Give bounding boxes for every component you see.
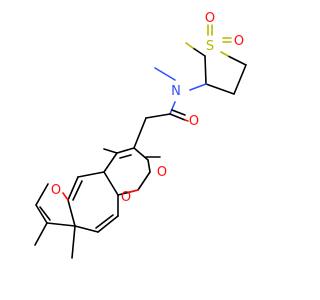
bond <box>72 180 83 201</box>
bond <box>116 147 135 154</box>
bond <box>34 222 48 246</box>
atom-labels: S O O N O O O O <box>51 11 244 205</box>
bond <box>95 214 114 229</box>
bond <box>103 148 118 154</box>
bond <box>67 199 76 227</box>
bond <box>145 113 171 119</box>
bond <box>119 154 132 159</box>
bond <box>205 83 235 95</box>
bond <box>137 171 151 191</box>
sulfone-oxygen-top-label: O <box>205 11 215 26</box>
bond <box>35 183 49 206</box>
lactone-ring-oxygen-label: O <box>121 190 131 205</box>
bond <box>184 119 189 122</box>
bond <box>189 83 207 91</box>
bond <box>204 55 207 85</box>
bond <box>129 189 139 193</box>
bond <box>233 64 247 95</box>
amide-oxygen-label: O <box>189 114 199 129</box>
bond <box>154 67 176 81</box>
bond <box>62 192 69 201</box>
sulfur-atom-label: S <box>206 39 214 54</box>
bond <box>35 204 48 224</box>
bond <box>74 225 99 233</box>
bond <box>185 42 194 49</box>
molecule-structure: S O O N O O O O <box>34 11 247 259</box>
bond <box>192 47 206 57</box>
amide-nitrogen-label: N <box>171 84 181 99</box>
bond <box>147 159 151 173</box>
bond <box>133 147 149 161</box>
bond <box>46 222 76 227</box>
bond <box>220 51 229 57</box>
bond <box>39 206 51 221</box>
bond <box>133 117 147 149</box>
bonds <box>34 24 247 259</box>
bond <box>171 109 186 116</box>
lactone-carbonyl-oxygen-label: O <box>157 165 167 180</box>
bond <box>169 101 176 115</box>
bond <box>103 152 118 173</box>
bond <box>103 171 119 196</box>
bond <box>169 113 186 121</box>
sulfone-oxygen-right-label: O <box>234 34 244 49</box>
bond <box>227 55 247 66</box>
furan-oxygen-label: O <box>51 183 61 198</box>
bond <box>71 225 76 259</box>
bond <box>67 176 79 201</box>
bond <box>77 171 105 178</box>
bond <box>97 215 119 233</box>
